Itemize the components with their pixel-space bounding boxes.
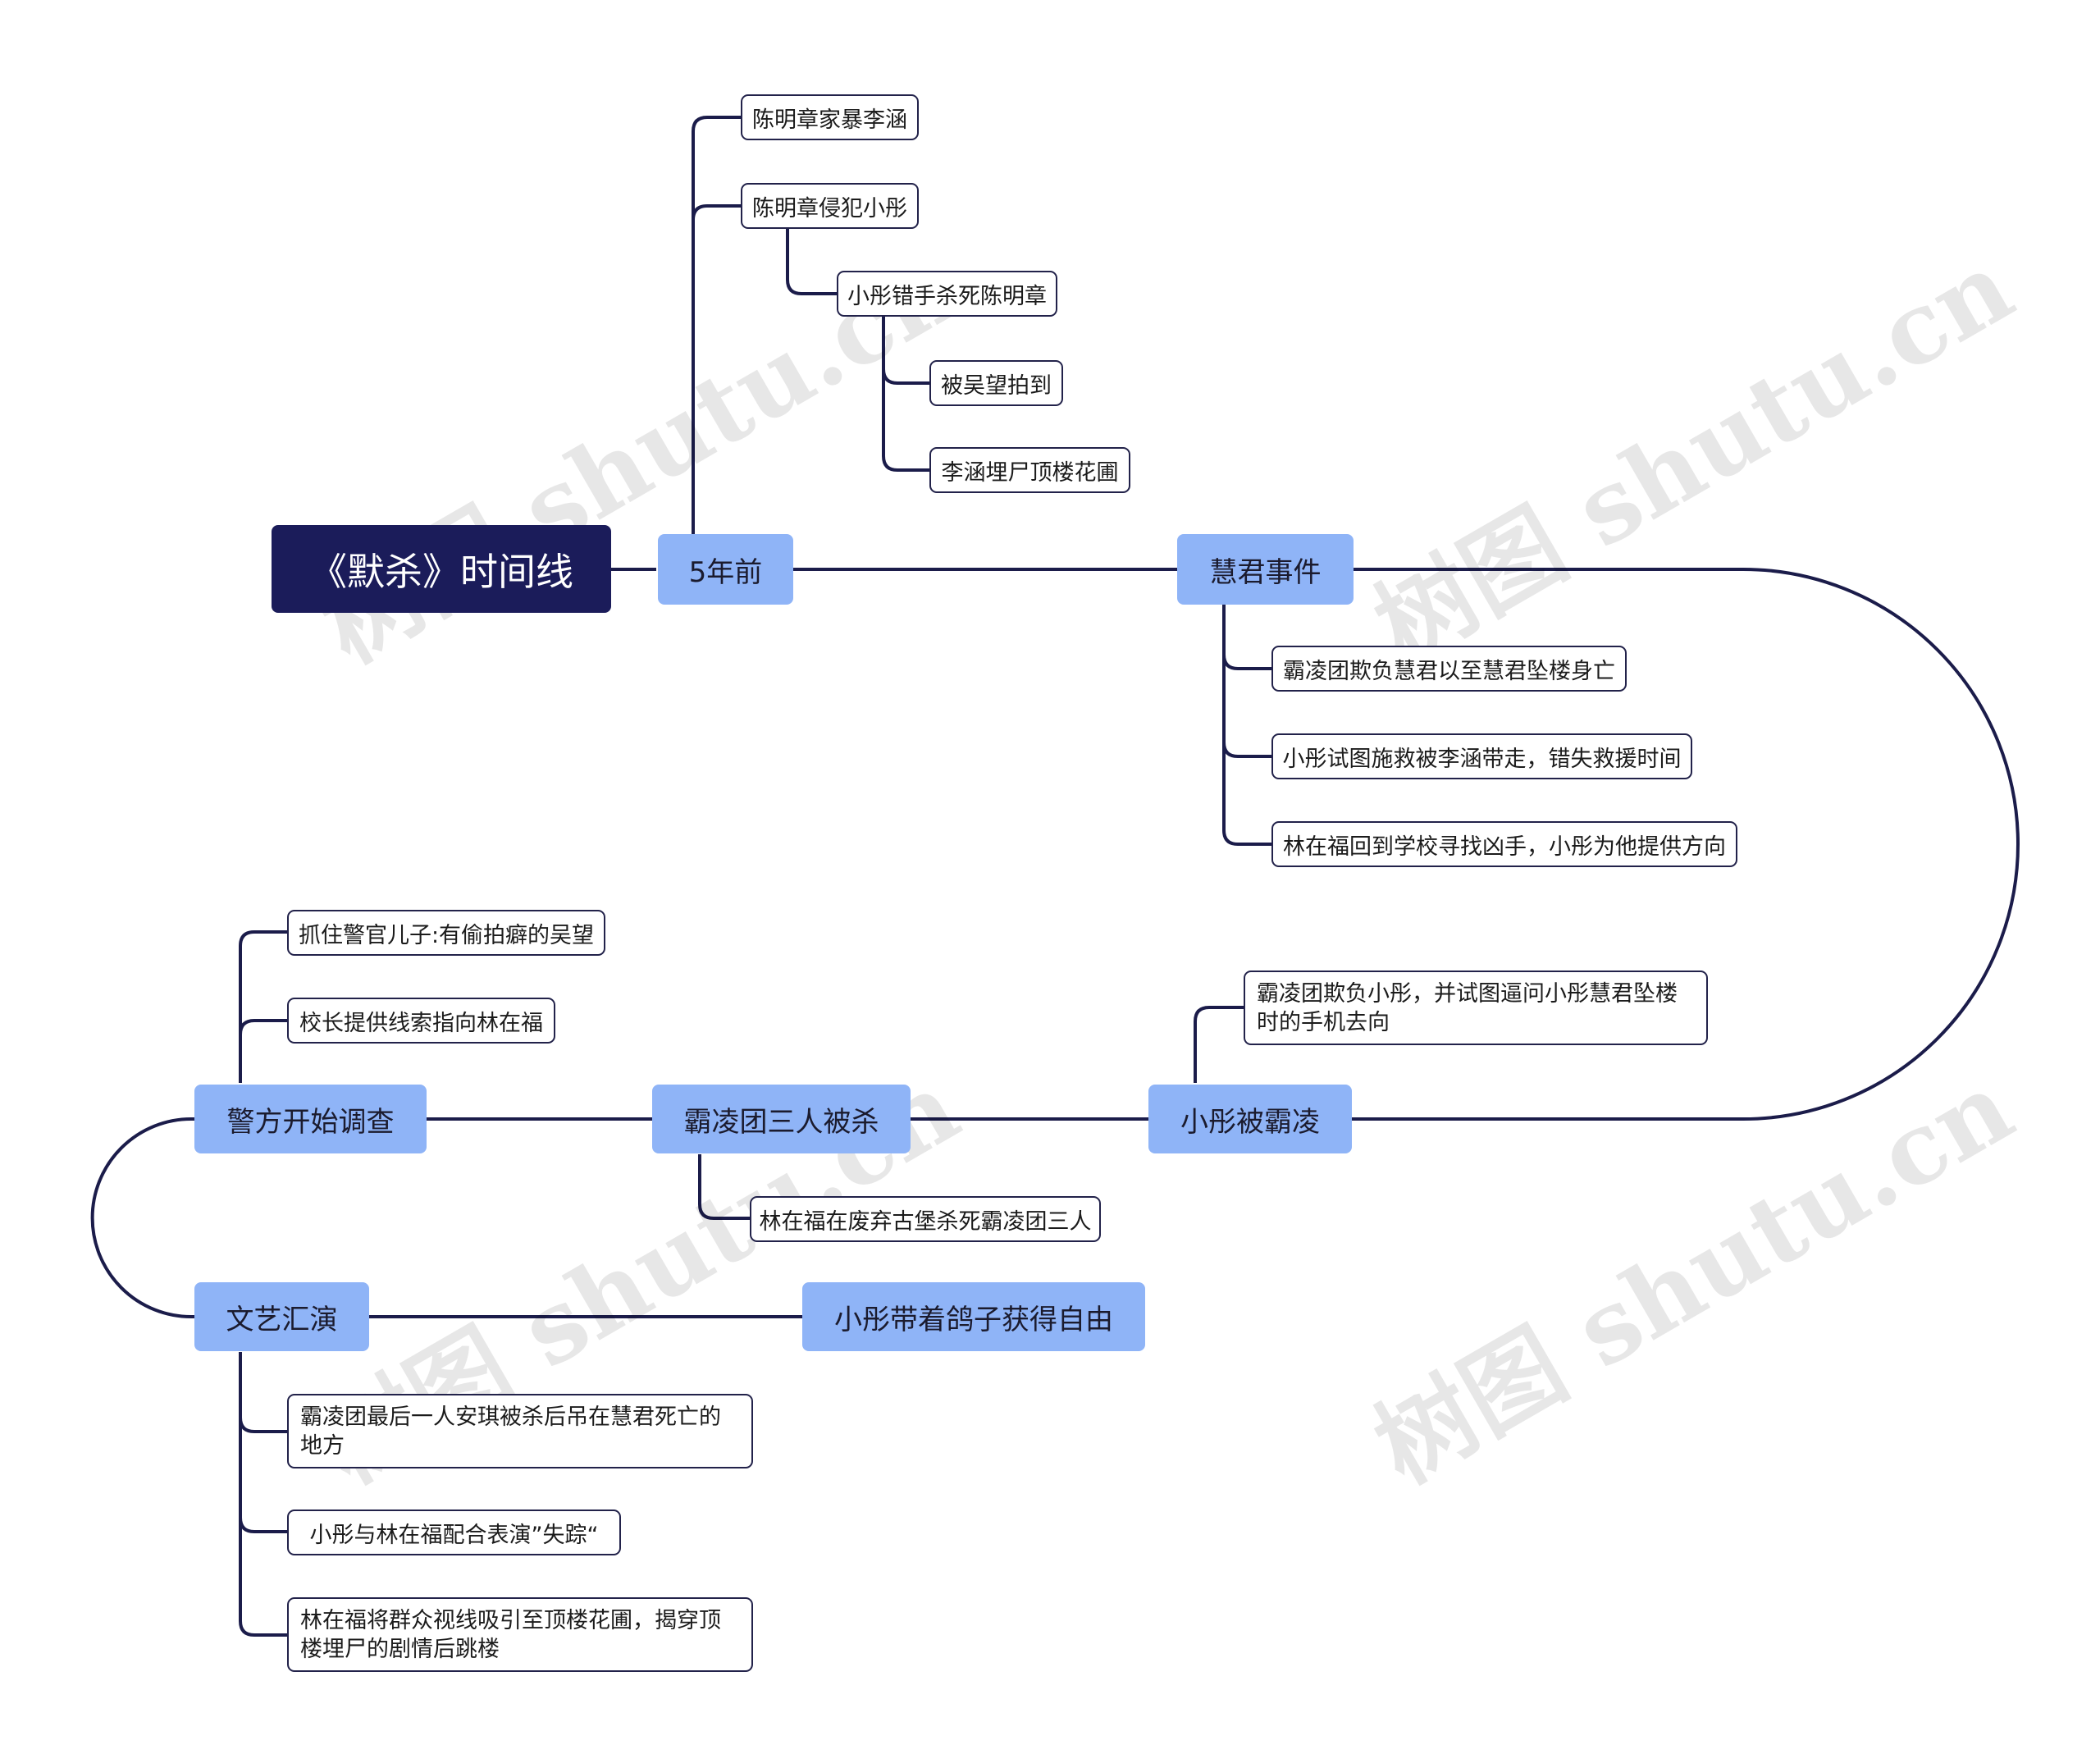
leaf-huijun-fell[interactable]: 霸凌团欺负慧君以至慧君坠楼身亡	[1271, 646, 1627, 692]
link-police-up	[239, 930, 287, 1083]
link-huijun-children	[1222, 605, 1271, 846]
leaf-disappear[interactable]: 小彤与林在福配合表演”失踪“	[287, 1510, 621, 1555]
link-police-loop	[90, 1117, 194, 1318]
leaf-jump[interactable]: 林在福将群众视线吸引至顶楼花圃，揭穿顶楼埋尸的剧情后跳楼	[287, 1597, 753, 1672]
link-killed-buried	[882, 369, 929, 472]
link-art-disappear	[239, 1517, 287, 1533]
link-bullied-phone	[1194, 1006, 1244, 1083]
topic-art-show[interactable]: 文艺汇演	[194, 1282, 369, 1351]
leaf-anqi[interactable]: 霸凌团最后一人安琪被杀后吊在慧君死亡的地方	[287, 1394, 753, 1468]
leaf-castle[interactable]: 林在福在废弃古堡杀死霸凌团三人	[750, 1196, 1101, 1242]
leaf-buried[interactable]: 李涵埋尸顶楼花圃	[929, 447, 1130, 493]
topic-three-killed[interactable]: 霸凌团三人被杀	[652, 1085, 911, 1153]
leaf-assault[interactable]: 陈明章侵犯小彤	[741, 183, 919, 229]
topic-xiaotong-bullied[interactable]: 小彤被霸凌	[1148, 1085, 1352, 1153]
leaf-killed-by-mistake[interactable]: 小彤错手杀死陈明章	[837, 271, 1057, 317]
link-art-anqi	[239, 1417, 287, 1433]
link-killed-castle	[698, 1154, 750, 1220]
link-art-children	[239, 1352, 287, 1637]
leaf-domestic-violence[interactable]: 陈明章家暴李涵	[741, 94, 919, 140]
root-topic[interactable]: 《默杀》时间线	[272, 525, 611, 613]
topic-police-investigate[interactable]: 警方开始调查	[194, 1085, 427, 1153]
link-five-years-assault	[692, 204, 741, 221]
link-killed-photo	[882, 316, 929, 385]
link-assault-killed	[786, 226, 837, 295]
leaf-principal-clue[interactable]: 校长提供线索指向林在福	[287, 998, 555, 1044]
leaf-search[interactable]: 林在福回到学校寻找凶手，小彤为他提供方向	[1271, 821, 1737, 867]
leaf-photographed[interactable]: 被吴望拍到	[929, 360, 1063, 406]
link-police-clue	[239, 1019, 287, 1035]
link-huijun-taken	[1222, 742, 1271, 758]
leaf-phone[interactable]: 霸凌团欺负小彤，并试图逼问小彤慧君坠楼时的手机去向	[1244, 971, 1708, 1045]
topic-freedom[interactable]: 小彤带着鸽子获得自由	[802, 1282, 1145, 1351]
link-huijun-loop	[1352, 568, 2020, 1121]
topic-five-years-ago[interactable]: 5年前	[658, 534, 793, 605]
leaf-police-son[interactable]: 抓住警官儿子:有偷拍癖的吴望	[287, 910, 605, 956]
leaf-taken-away[interactable]: 小彤试图施救被李涵带走，错失救援时间	[1271, 733, 1692, 779]
topic-huijun-event[interactable]: 慧君事件	[1177, 534, 1354, 605]
link-five-years-up	[692, 116, 741, 534]
link-huijun-fell	[1222, 654, 1271, 670]
